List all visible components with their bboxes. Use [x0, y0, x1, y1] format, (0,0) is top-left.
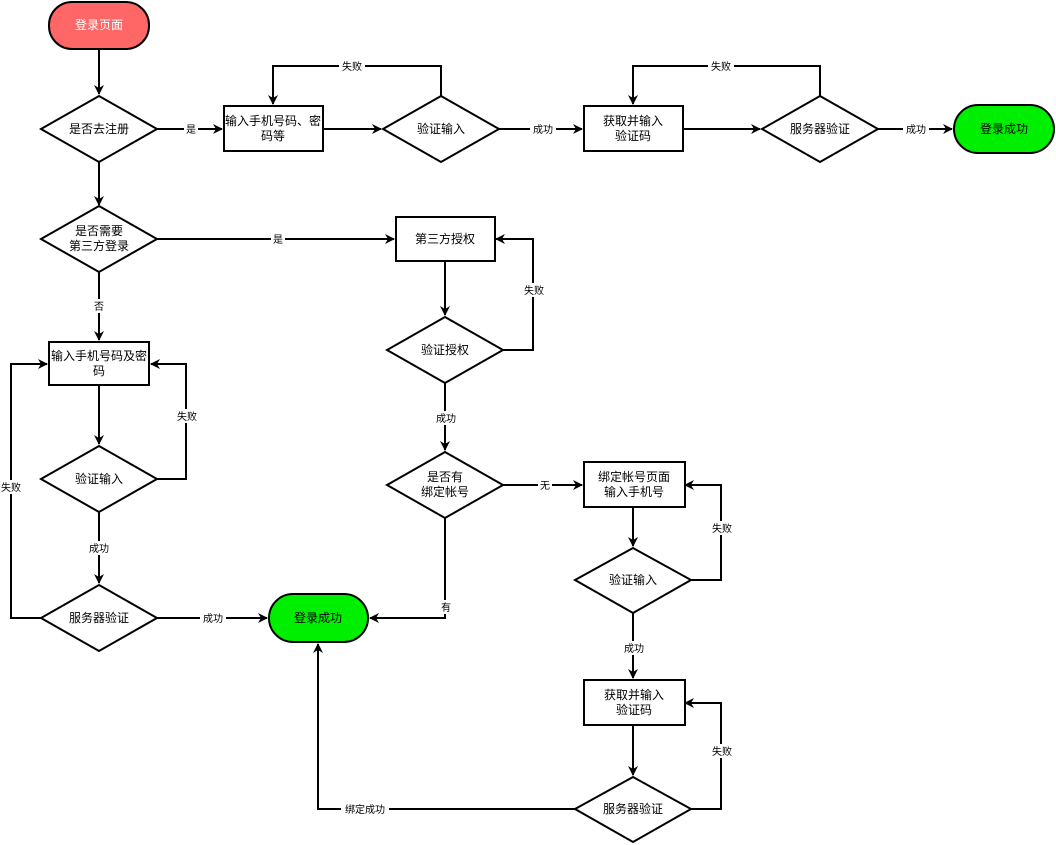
third-question-line2: 第三方登录: [69, 238, 129, 253]
process-box: [395, 216, 496, 262]
reg-get-code-line2: 验证码: [615, 128, 651, 143]
login-input-line2: 码: [93, 364, 105, 378]
label-bind-success: 绑定成功: [345, 803, 385, 816]
node-bind-get-code: 获取并输入 验证码: [583, 679, 686, 726]
label-no-third: 否: [94, 301, 104, 313]
label-success-bind-verify: 成功: [624, 643, 644, 655]
decision-diamond: [38, 204, 160, 274]
node-reg-server-verify: 服务器验证: [759, 94, 881, 164]
login-server-verify-label: 服务器验证: [69, 610, 129, 625]
reg-input-label-line1: 输入手机号码、密: [225, 113, 321, 128]
process-box: [48, 341, 150, 386]
process-box: [223, 105, 324, 152]
process-box: [583, 105, 684, 152]
reg-input-label-line2: 码等: [261, 129, 285, 143]
bind-server-verify-label: 服务器验证: [603, 801, 663, 816]
label-fail-auth: 失败: [524, 284, 544, 297]
edge-labels: 是 失败 成功 失败 成功 是 否 失败 成功 无 有 失败 成功 失败 绑定成…: [0, 59, 929, 816]
edges: [10, 50, 953, 810]
label-success-reg-verify: 成功: [533, 124, 553, 136]
main-success-label: 登录成功: [294, 610, 342, 625]
node-third-party-auth: 第三方授权: [395, 216, 496, 262]
decision-diamond: [38, 444, 160, 514]
bound-question-line2: 绑定帐号: [421, 484, 469, 499]
node-bind-server-verify: 服务器验证: [572, 775, 694, 844]
success-terminal: [953, 104, 1055, 154]
label-fail-reg-verify: 失败: [342, 60, 362, 73]
bind-page-line2: 输入手机号: [604, 484, 664, 499]
label-yes-register: 是: [186, 124, 196, 136]
register-question-label: 是否去注册: [69, 121, 129, 136]
decision-diamond: [572, 775, 694, 844]
node-register-question: 是否去注册: [38, 94, 160, 164]
process-box: [583, 461, 686, 508]
decision-diamond: [380, 94, 502, 164]
reg-server-verify-label: 服务器验证: [790, 121, 850, 136]
label-fail-bind-verify: 失败: [712, 522, 732, 535]
label-success-login-verify: 成功: [89, 543, 109, 555]
bound-question-line1: 是否有: [427, 470, 463, 484]
node-bound-question: 是否有 绑定帐号: [384, 450, 506, 520]
label-success-login-server: 成功: [203, 613, 223, 625]
decision-diamond: [38, 583, 160, 653]
node-third-party-question: 是否需要 第三方登录: [38, 204, 160, 274]
bind-get-code-line1: 获取并输入: [604, 687, 664, 702]
node-login-server-verify: 服务器验证: [38, 583, 160, 653]
decision-diamond: [759, 94, 881, 164]
decision-diamond: [384, 315, 506, 385]
nodes: 登录页面 是否去注册 输入手机号码、密 码等 验证输入 获取并输入 验证码 服务…: [38, 1, 1055, 844]
decision-diamond: [384, 450, 506, 520]
login-page-label: 登录页面: [75, 17, 123, 32]
label-fail-bind-server: 失败: [712, 745, 732, 758]
node-verify-auth: 验证授权: [384, 315, 506, 385]
label-fail-login-server: 失败: [1, 481, 21, 494]
reg-success-label: 登录成功: [980, 121, 1028, 136]
label-yes-third: 是: [273, 234, 283, 246]
reg-verify-label: 验证输入: [417, 121, 465, 136]
bind-page-line1: 绑定帐号页面: [598, 469, 670, 484]
reg-get-code-line1: 获取并输入: [603, 113, 663, 128]
process-box: [583, 679, 686, 726]
node-main-success: 登录成功: [268, 593, 369, 643]
edge-bind-success: [313, 643, 576, 810]
label-success-auth: 成功: [436, 413, 456, 425]
decision-diamond: [38, 94, 160, 164]
label-success-reg-server: 成功: [906, 124, 926, 136]
verify-auth-label: 验证授权: [421, 342, 469, 357]
label-fail-reg-server: 失败: [711, 60, 731, 73]
node-login-page: 登录页面: [48, 1, 150, 50]
node-reg-get-code: 获取并输入 验证码: [583, 105, 684, 152]
bind-get-code-line2: 验证码: [616, 702, 652, 717]
node-bind-page: 绑定帐号页面 输入手机号: [583, 461, 686, 508]
node-bind-verify: 验证输入: [572, 546, 694, 615]
label-has-bound: 有: [441, 601, 451, 614]
node-login-input: 输入手机号码及密 码: [48, 341, 150, 386]
third-question-line1: 是否需要: [75, 224, 123, 238]
node-reg-input: 输入手机号码、密 码等: [223, 105, 324, 152]
login-input-line1: 输入手机号码及密: [51, 348, 147, 363]
node-reg-success: 登录成功: [953, 104, 1055, 154]
label-none-bound: 无: [540, 481, 550, 492]
start-terminal: [48, 1, 150, 50]
node-login-verify: 验证输入: [38, 444, 160, 514]
decision-diamond: [572, 546, 694, 615]
third-party-auth-label: 第三方授权: [415, 231, 475, 246]
success-terminal: [268, 593, 369, 643]
login-verify-label: 验证输入: [75, 471, 123, 486]
bind-verify-label: 验证输入: [609, 572, 657, 587]
edge-bound-has: [369, 517, 446, 623]
label-fail-login-verify: 失败: [177, 410, 197, 423]
node-reg-verify: 验证输入: [380, 94, 502, 164]
